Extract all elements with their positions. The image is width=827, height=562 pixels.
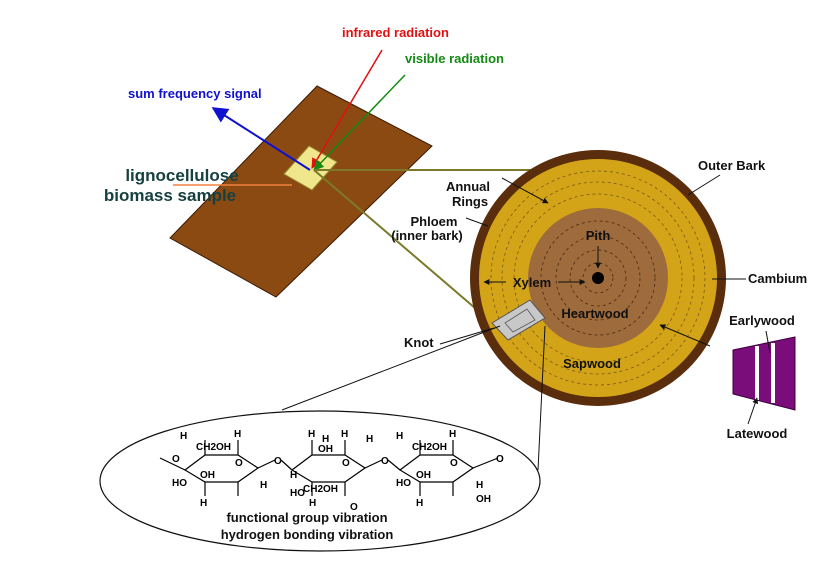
atom-label: HO (396, 478, 411, 489)
sum-frequency-beam (211, 107, 311, 171)
phloem-label-2: (inner bark) (391, 228, 463, 243)
earlywood-band (755, 346, 759, 400)
infrared-label: infrared radiation (342, 25, 449, 40)
annual-ring (569, 249, 627, 307)
atom-label: O (172, 454, 180, 465)
knot-inner (504, 308, 536, 333)
visible-beam (313, 74, 406, 171)
molecule-ellipse (99, 410, 541, 552)
wood-block (732, 336, 796, 411)
zoom-line-left (281, 325, 501, 411)
molecule-atom-labels: O H CH2OH H O OH HO H H O H H OH H O H H… (172, 429, 504, 513)
annual-ring (555, 235, 641, 321)
zoom-line-right (537, 325, 546, 471)
annual-rings-label-1: Annual (446, 179, 490, 194)
atom-label: H (200, 498, 207, 509)
atom-label: H (290, 470, 297, 481)
atom-label: O (274, 456, 282, 467)
sample-label-line2: biomass sample (104, 186, 236, 205)
atom-label: O (381, 456, 389, 467)
annual-ring (490, 170, 706, 386)
sample-label-line1: lignocellulose (125, 166, 238, 185)
atom-label: O (342, 458, 350, 469)
annual-ring (501, 181, 695, 375)
atom-label: O (235, 458, 243, 469)
atom-label: O (496, 454, 504, 465)
annual-rings-label-2: Rings (452, 194, 488, 209)
cambium-label: Cambium (748, 271, 807, 286)
atom-label: CH2OH (196, 442, 231, 453)
knot-label: Knot (404, 335, 434, 350)
atom-label: HO (172, 478, 187, 489)
atom-label: H (180, 431, 187, 442)
atom-label: OH (200, 470, 215, 481)
atom-label: OH (318, 444, 333, 455)
glycosidic-bond (280, 459, 293, 471)
vibration-line2: hydrogen bonding vibration (221, 527, 394, 542)
atom-label: H (260, 480, 267, 491)
infrared-beam (311, 49, 383, 169)
glycosidic-bond (364, 459, 383, 469)
atom-label: OH (476, 494, 491, 505)
heartwood-pointer (659, 324, 711, 347)
knot-shape (491, 299, 546, 341)
atom-label: OH (416, 470, 431, 481)
phloem-label-1: Phloem (411, 214, 458, 229)
vibration-line1: functional group vibration (226, 510, 387, 525)
atom-label: H (322, 434, 329, 445)
atom-label: H (449, 429, 456, 440)
atom-label: O (450, 458, 458, 469)
atom-label: H (341, 429, 348, 440)
visible-label: visible radiation (405, 51, 504, 66)
glycosidic-bond (387, 459, 401, 471)
earlywood-label: Earlywood (729, 313, 795, 328)
atom-label: H (308, 429, 315, 440)
annual-ring (582, 262, 614, 294)
earlywood-band (771, 343, 775, 403)
atom-label: O (350, 502, 358, 513)
atom-label: H (396, 431, 403, 442)
cellulose-molecule (159, 440, 499, 496)
atom-label: CH2OH (412, 442, 447, 453)
latewood-pointer (747, 397, 759, 425)
annual-ring (540, 220, 656, 336)
annual-ring (513, 193, 683, 363)
trunk-cross-section (470, 150, 726, 406)
atom-label: H (309, 498, 316, 509)
terminal-bond (472, 457, 499, 469)
atom-label: H (234, 429, 241, 440)
annual-rings-pointer (501, 177, 549, 204)
phloem-pointer (465, 217, 489, 227)
xylem-label: Xylem (513, 275, 551, 290)
sum-frequency-label: sum frequency signal (128, 86, 262, 101)
atom-label: H (366, 434, 373, 445)
outer-bark-pointer (687, 174, 721, 196)
atom-label: CH2OH (303, 484, 338, 495)
atom-label: H (476, 480, 483, 491)
sapwood-label: Sapwood (563, 356, 621, 371)
atom-label: H (416, 498, 423, 509)
link-line-bottom (313, 169, 497, 327)
atom-label: HO (290, 488, 305, 499)
outer-bark-label: Outer Bark (698, 158, 766, 173)
terminal-bond (159, 457, 186, 471)
heartwood-label: Heartwood (561, 306, 628, 321)
glycosidic-bond (257, 459, 276, 469)
earlywood-pointer (765, 330, 771, 354)
biomass-slab (169, 85, 433, 298)
pith-label: Pith (586, 228, 611, 243)
pith-dot (592, 272, 604, 284)
latewood-label: Latewood (727, 426, 788, 441)
knot-pointer (439, 327, 495, 345)
